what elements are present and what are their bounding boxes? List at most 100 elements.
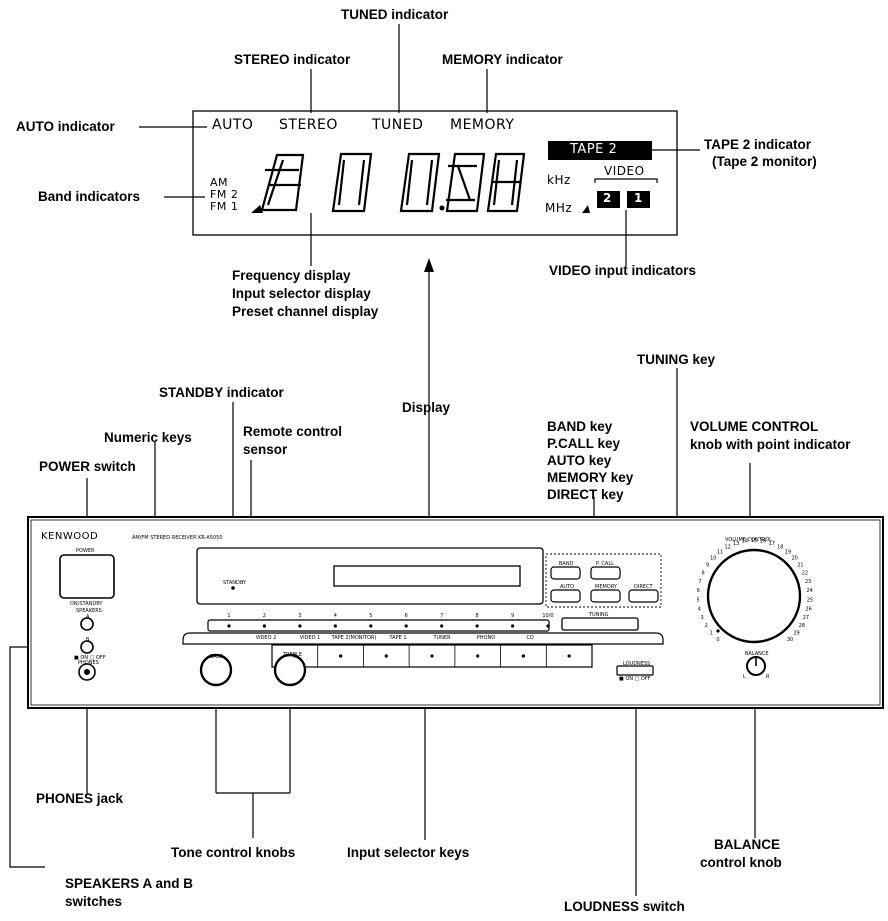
- numeric-key-label: 2: [263, 613, 266, 619]
- volume-scale-mark: 20: [792, 556, 798, 562]
- volume-scale-mark: 17: [769, 541, 775, 547]
- treble-knob[interactable]: [273, 653, 307, 687]
- callout-phones: PHONES jack: [36, 791, 124, 806]
- callout-memory: MEMORY indicator: [442, 52, 563, 67]
- speaker-b-label: B: [86, 637, 90, 643]
- callout-tuned: TUNED indicator: [341, 7, 449, 22]
- volume-knob[interactable]: [706, 548, 802, 644]
- volume-scale-mark: 29: [793, 631, 799, 637]
- numeric-key-label: 3: [298, 613, 301, 619]
- callout-remote-1: Remote control: [243, 424, 343, 439]
- lcd-fm2: FM 2: [210, 188, 239, 201]
- lcd-video-1: 1: [634, 191, 643, 205]
- callout-speakers-1: SPEAKERS A and B: [65, 876, 194, 891]
- memory-key[interactable]: [590, 589, 621, 603]
- callout-balance-2: control knob: [700, 855, 782, 870]
- volume-scale-mark: 4: [698, 606, 701, 612]
- input-key-led: [567, 654, 571, 658]
- volume-scale-mark: 14: [742, 539, 748, 545]
- lcd-display: [192, 110, 678, 236]
- balance-l-label: L: [743, 674, 746, 680]
- callout-tape2-2: (Tape 2 monitor): [712, 154, 817, 169]
- volume-scale-mark: 15: [751, 538, 757, 544]
- power-button[interactable]: [59, 554, 115, 599]
- input-key-led: [521, 654, 526, 658]
- input-key-label: TUNER: [432, 635, 451, 641]
- treble-label: TREBLE: [283, 652, 303, 658]
- callout-key-memory: MEMORY key: [547, 470, 634, 485]
- band-label: BAND: [559, 561, 574, 567]
- callout-standby: STANDBY indicator: [159, 385, 284, 400]
- lcd-khz: kHz: [547, 173, 571, 187]
- callout-key-auto: AUTO key: [547, 453, 612, 468]
- model-name: AM/FM STEREO RECEIVER KR-A5050: [132, 535, 223, 541]
- lcd-memory: MEMORY: [450, 117, 515, 133]
- lcd-am: AM: [210, 176, 229, 189]
- speaker-onoff-label: ■ ON □ OFF: [74, 655, 106, 661]
- volume-control-label: VOLUME CONTROL: [725, 537, 772, 543]
- phones-label: PHONES: [78, 660, 99, 666]
- video1-box: [627, 191, 650, 208]
- lcd-tape2: TAPE 2: [570, 142, 618, 157]
- lcd-video: VIDEO: [604, 164, 645, 178]
- auto-label: AUTO: [560, 584, 575, 590]
- input-key-led: [293, 654, 297, 658]
- standby-label: STANDBY: [223, 580, 247, 586]
- volume-scale-mark: 6: [697, 588, 700, 594]
- callout-stereo: STEREO indicator: [234, 52, 351, 67]
- volume-scale-mark: 12: [725, 545, 731, 551]
- standby-led: [231, 586, 235, 590]
- speaker-a-label: A: [86, 614, 90, 620]
- speakers-label: SPEAKERS: [76, 608, 102, 614]
- callout-freq-2: Input selector display: [232, 286, 371, 301]
- volume-scale-mark: 18: [777, 545, 783, 551]
- tuning-key[interactable]: [561, 617, 639, 631]
- callout-key-pcall: P.CALL key: [547, 436, 621, 451]
- lcd-video-2: 2: [603, 191, 612, 205]
- pcall-label: P. CALL: [596, 561, 614, 567]
- balance-label: BALANCE: [745, 651, 769, 657]
- input-key-label: CD: [526, 635, 533, 641]
- volume-scale-mark: 22: [802, 571, 808, 577]
- pcall-key[interactable]: [590, 566, 621, 580]
- volume-scale-mark: 25: [807, 597, 813, 603]
- memory-label: MEMORY: [595, 584, 617, 590]
- direct-label: DIRECT: [634, 584, 653, 590]
- loudness-switch[interactable]: [616, 665, 654, 676]
- callout-display: Display: [402, 400, 451, 415]
- volume-scale-mark: 21: [797, 563, 803, 569]
- numeric-key-strip[interactable]: [207, 619, 550, 632]
- speaker-b-button[interactable]: [80, 640, 94, 654]
- volume-scale-mark: 19: [785, 550, 791, 556]
- numeric-key-label: 7: [440, 613, 443, 619]
- callout-key-band: BAND key: [547, 419, 613, 434]
- callout-numeric-keys: Numeric keys: [104, 430, 192, 445]
- numeric-key-led: [227, 624, 231, 628]
- balance-r-label: R: [766, 674, 770, 680]
- bass-knob[interactable]: [199, 653, 233, 687]
- volume-scale-mark: 8: [702, 571, 705, 577]
- callout-key-direct: DIRECT key: [547, 487, 624, 502]
- lcd-tuned: TUNED: [372, 117, 424, 133]
- loudness-label: LOUDNESS: [623, 661, 651, 667]
- numeric-key-led: [262, 624, 266, 628]
- callout-volume-1: VOLUME CONTROL: [690, 419, 819, 434]
- auto-key[interactable]: [550, 589, 581, 603]
- band-key[interactable]: [550, 566, 581, 580]
- callout-volume-2: knob with point indicator: [690, 437, 851, 452]
- callout-power: POWER switch: [39, 459, 136, 474]
- frequency-digits: [260, 152, 526, 213]
- numeric-key-led: [440, 624, 444, 628]
- input-key-led: [476, 654, 480, 658]
- numeric-key-led: [333, 624, 337, 628]
- tape2-box: [548, 141, 652, 160]
- speaker-a-button[interactable]: [80, 617, 94, 631]
- lcd-stereo: STEREO: [279, 117, 338, 133]
- callout-tuning-key: TUNING key: [637, 352, 716, 367]
- volume-scale-mark: 5: [697, 597, 700, 603]
- callout-input-selector: Input selector keys: [347, 845, 470, 860]
- input-key-label: VIDEO 2: [256, 635, 277, 641]
- direct-key[interactable]: [628, 589, 659, 603]
